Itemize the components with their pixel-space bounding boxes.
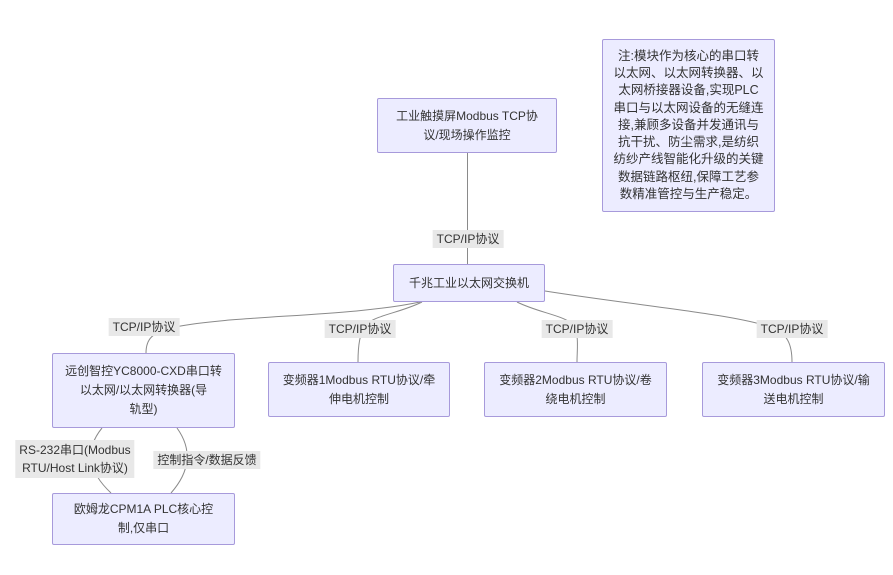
- node-omron-plc: 欧姆龙CPM1A PLC核心控 制,仅串口: [52, 493, 235, 545]
- edge-switch-to-inverter3: [544, 290, 793, 363]
- edge-label-control-feedback: 控制指令/数据反馈: [153, 451, 261, 469]
- edge-label-switch-inverter2: TCP/IP协议: [541, 320, 613, 338]
- edge-label-switch-inverter1: TCP/IP协议: [324, 320, 396, 338]
- node-serial-ethernet-converter: 远创智控YC8000-CXD串口转 以太网/以太网转换器(导 轨型): [52, 353, 235, 428]
- edge-label-switch-inverter3: TCP/IP协议: [756, 320, 828, 338]
- note-box: 注:模块作为核心的串口转 以太网、以太网转换器、以 太网桥接器设备,实现PLC …: [602, 39, 775, 212]
- edge-switch-to-converter: [145, 301, 421, 354]
- node-hmi-touchscreen: 工业触摸屏Modbus TCP协 议/现场操作监控: [377, 98, 557, 153]
- edge-label-switch-converter: TCP/IP协议: [108, 318, 180, 336]
- node-ethernet-switch: 千兆工业以太网交换机: [393, 264, 545, 302]
- edge-label-rs232-serial: RS-232串口(Modbus RTU/Host Link协议): [15, 440, 135, 478]
- node-inverter3: 变频器3Modbus RTU协议/输 送电机控制: [702, 362, 885, 417]
- node-inverter2: 变频器2Modbus RTU协议/卷 绕电机控制: [484, 362, 667, 417]
- edge-label-hmi-switch: TCP/IP协议: [432, 230, 504, 248]
- node-inverter1: 变频器1Modbus RTU协议/牵 伸电机控制: [268, 362, 450, 417]
